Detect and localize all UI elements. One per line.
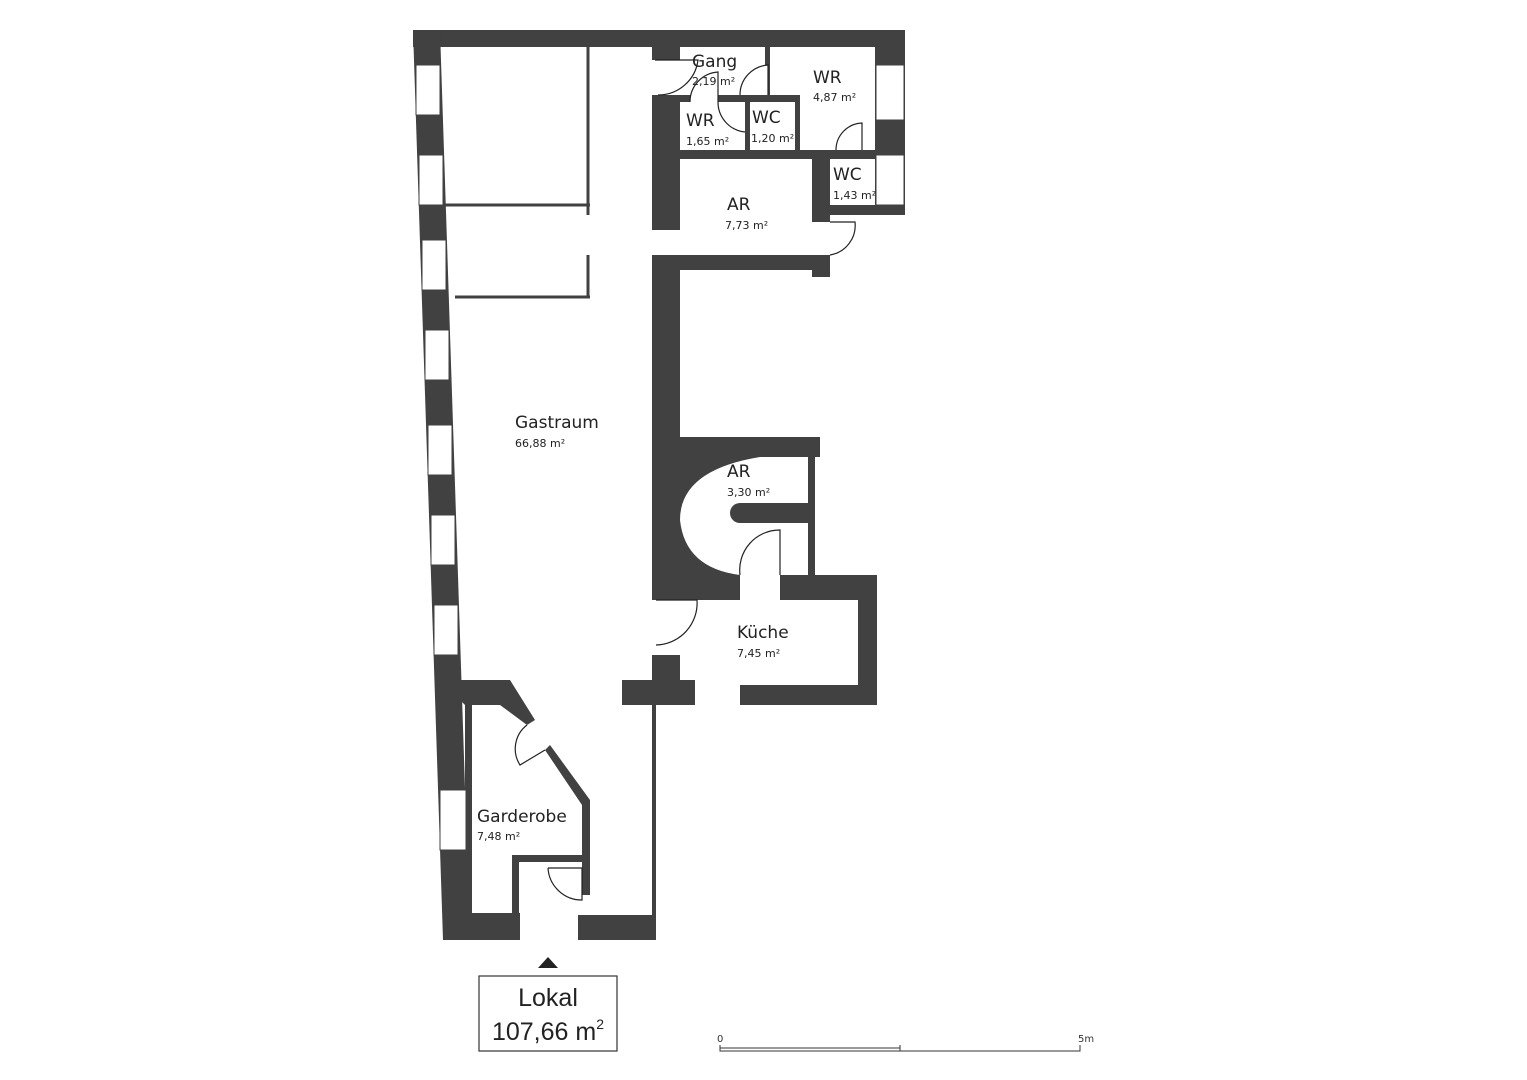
room-area: 4,87 m² xyxy=(813,91,856,104)
room-name: Küche xyxy=(737,623,789,643)
doors xyxy=(514,59,863,901)
scale-end: 5m xyxy=(1078,1034,1094,1045)
room-area: 1,20 m² xyxy=(751,132,794,145)
scale-bar: 0 5m xyxy=(717,1034,1094,1052)
room-name: AR xyxy=(727,462,751,482)
windows xyxy=(415,64,905,851)
room-name: Garderobe xyxy=(477,807,567,827)
room-area: 7,48 m² xyxy=(477,830,520,843)
room-area: 1,43 m² xyxy=(833,189,876,202)
room-name: WC xyxy=(752,108,781,128)
title-area: 107,66 m xyxy=(492,1018,596,1046)
room-area: 2,19 m² xyxy=(692,75,735,88)
room-area: 7,45 m² xyxy=(737,647,780,660)
walls xyxy=(413,30,905,940)
room-labels: Gang 2,19 m² WR 4,87 m² WR 1,65 m² WC 1,… xyxy=(477,52,876,843)
room-area: 7,73 m² xyxy=(725,219,768,232)
title-area-superscript: 2 xyxy=(596,1016,604,1032)
room-name: AR xyxy=(727,195,751,215)
room-area: 3,30 m² xyxy=(727,486,770,499)
room-area: 1,65 m² xyxy=(686,135,729,148)
title-area-line: 107,66 m2 xyxy=(492,1016,604,1046)
room-name: WR xyxy=(813,68,842,88)
title-box: Lokal 107,66 m2 xyxy=(478,975,618,1052)
room-name: Gastraum xyxy=(515,413,599,433)
room-name: WR xyxy=(686,111,715,131)
title-name: Lokal xyxy=(518,984,578,1012)
room-area: 66,88 m² xyxy=(515,437,565,450)
room-name: WC xyxy=(833,165,862,185)
entrance-arrow-icon xyxy=(538,957,558,968)
partitions xyxy=(445,47,590,299)
scale-start: 0 xyxy=(717,1034,723,1045)
room-name: Gang xyxy=(692,52,737,72)
